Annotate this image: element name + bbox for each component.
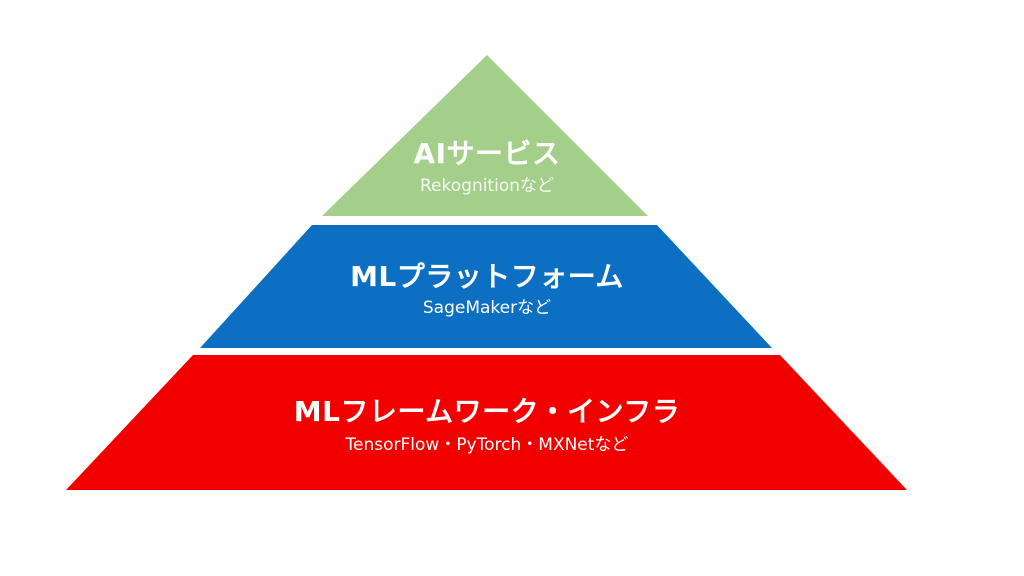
tier-ml-platform-subtitle: SageMakerなど — [422, 298, 552, 318]
tier-ml-platform-title: MLプラットフォーム — [350, 260, 624, 293]
tier-ai-services-subtitle: Rekognitionなど — [420, 176, 554, 196]
tier-ml-framework-subtitle: TensorFlow・PyTorch・MXNetなど — [345, 435, 629, 455]
tier-ai-services-title: AIサービス — [413, 137, 561, 170]
tier-ml-platform-shape — [200, 225, 772, 348]
tier-ml-framework-title: MLフレームワーク・インフラ — [293, 395, 681, 428]
tier-ml-framework-shape — [66, 355, 907, 490]
tier-ai-services-shape — [322, 55, 648, 216]
